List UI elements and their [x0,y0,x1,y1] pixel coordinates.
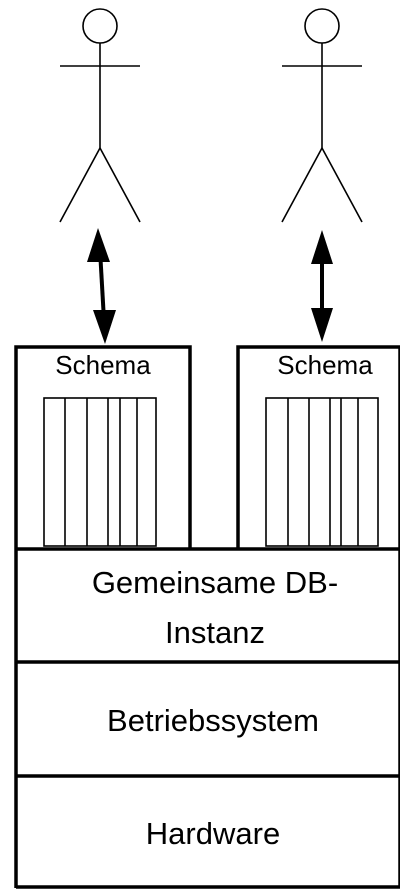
layer-operating-system: Betriebssystem [107,703,319,738]
schema-box-right: Schema [236,345,400,549]
schema-table-icon [265,397,379,547]
user-head [304,8,340,44]
double-arrow-left [87,228,116,344]
layer-db-instance-label-line1: Gemeinsame DB- [92,565,338,600]
user-figure-left [59,8,141,223]
layer-db-instance: Gemeinsame DB- Instanz [92,565,338,650]
double-arrow-right [311,230,333,342]
layer-os-label: Betriebssystem [107,703,319,738]
user-left-leg [59,147,101,223]
user-right-leg [99,147,141,223]
layer-stack: Gemeinsame DB- Instanz Betriebssystem Ha… [14,347,400,889]
schema-table-icon [43,397,157,547]
user-figure-right [281,8,363,223]
schema-label: Schema [277,350,373,380]
arrow-head-up [87,228,110,262]
arrow-head-down [93,310,116,344]
arrow-head-up [311,230,333,264]
schema-label: Schema [55,350,151,380]
user-left-leg [281,147,323,223]
user-right-leg [321,147,363,223]
schema-box-outline [14,345,192,549]
schema-box-outline [236,345,400,549]
user-head [82,8,118,44]
layer-hardware-label: Hardware [146,816,280,851]
arrow-head-down [311,308,333,342]
layer-db-instance-label-line2: Instanz [165,615,265,650]
layer-hardware: Hardware [146,816,280,851]
schema-box-left: Schema [14,345,192,549]
